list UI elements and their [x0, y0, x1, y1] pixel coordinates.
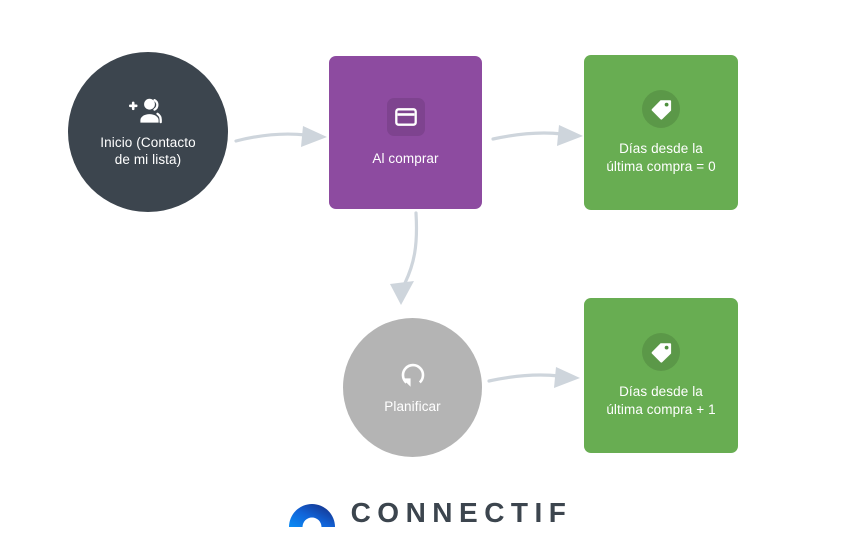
connectif-logo: CONNECTIF: [0, 498, 861, 527]
logo-wordmark: CONNECTIF: [350, 496, 573, 528]
tag-icon: [642, 333, 680, 372]
node-tag-zero-label: Días desde la última compra = 0: [606, 141, 716, 174]
credit-card-icon: [386, 97, 425, 136]
node-start-label: Inicio (Contacto de mi lista): [100, 134, 196, 167]
connector-start-to-purchase: [234, 126, 327, 147]
node-schedule[interactable]: Planificar: [343, 318, 482, 457]
arch-logo-icon: [288, 504, 335, 527]
connector-schedule-to-tag-plus: [487, 367, 580, 388]
node-start-contact-list[interactable]: Inicio (Contacto de mi lista): [68, 52, 228, 212]
node-tag-plus-label: Días desde la última compra + 1: [606, 384, 716, 417]
connector-purchase-to-tag-zero: [491, 125, 583, 146]
node-tag-days-since-plus-one[interactable]: Días desde la última compra + 1: [584, 298, 738, 453]
node-schedule-label: Planificar: [384, 398, 441, 414]
node-on-purchase[interactable]: Al comprar: [329, 56, 482, 209]
connector-purchase-to-schedule: [390, 211, 419, 305]
loop-arrow-icon: [398, 360, 428, 390]
add-people-icon: [128, 96, 168, 126]
tag-icon: [642, 90, 680, 129]
node-tag-days-since-zero[interactable]: Días desde la última compra = 0: [584, 55, 738, 210]
node-purchase-label: Al comprar: [372, 150, 439, 166]
